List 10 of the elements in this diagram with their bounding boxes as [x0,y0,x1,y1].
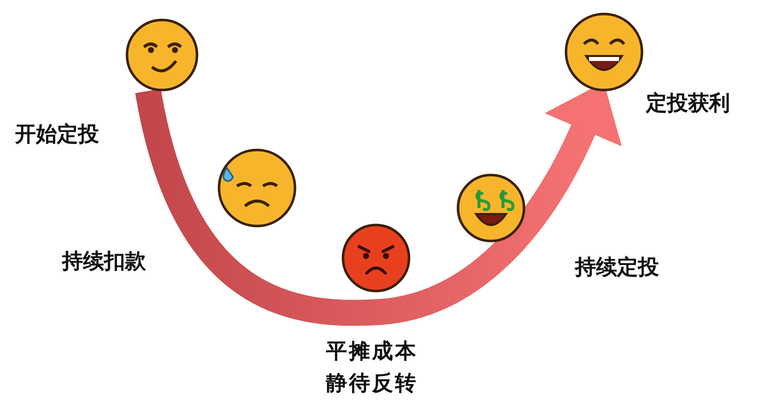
angry-face-icon [339,221,413,295]
laughing-face-icon [562,10,646,94]
stage-label: 开始定投 [15,121,99,148]
stage-label: 平摊成本静待反转 [326,338,419,397]
money-eyes-face-icon [454,171,528,245]
sad-sweating-face-icon [215,146,299,230]
stage-label: 持续扣款 [62,248,146,275]
stage-label: 定投获利 [646,90,730,117]
stage-label: 持续定投 [575,254,659,281]
smirking-face-icon [123,16,201,94]
